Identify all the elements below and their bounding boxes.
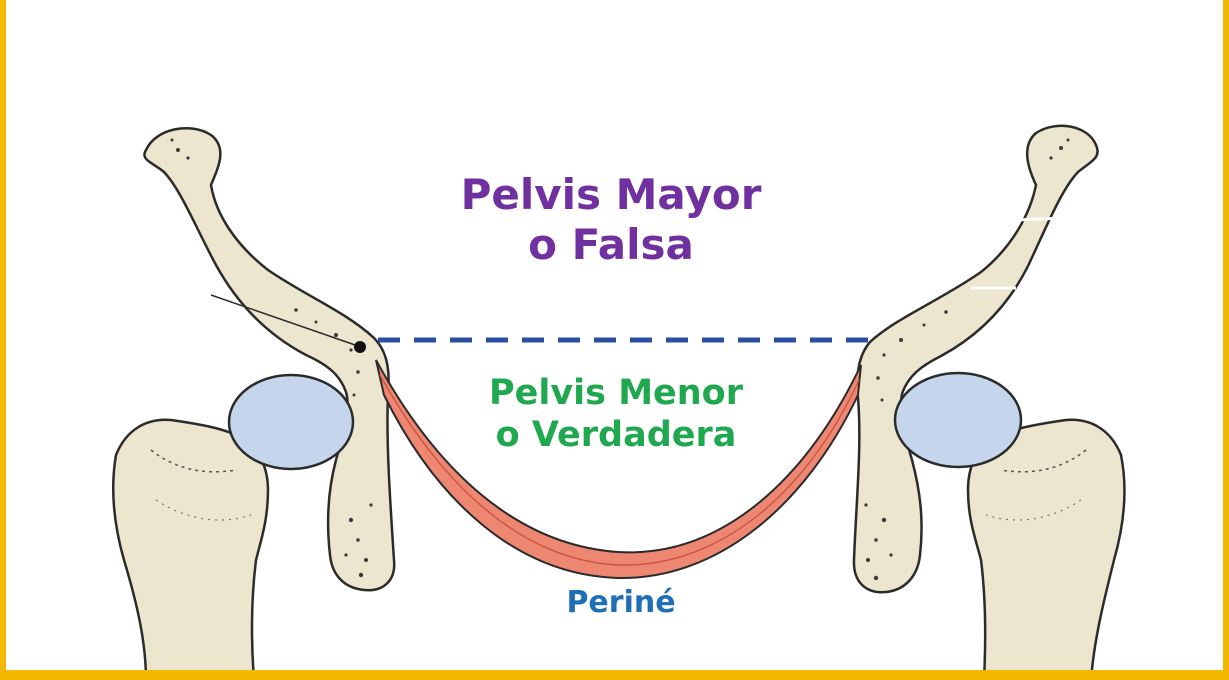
left-hip-bone bbox=[143, 127, 396, 592]
true-pelvis-line2: o Verdadera bbox=[495, 415, 737, 455]
pelvic-floor-muscle bbox=[375, 359, 862, 580]
left-femur bbox=[111, 418, 270, 670]
false-pelvis-line2: o Falsa bbox=[528, 220, 694, 270]
true-pelvis-label: Pelvis Menor o Verdadera bbox=[416, 372, 816, 456]
right-femur bbox=[966, 418, 1126, 670]
false-pelvis-label: Pelvis Mayor o Falsa bbox=[386, 170, 836, 271]
true-pelvis-line1: Pelvis Menor bbox=[488, 373, 743, 413]
perineum-label: Periné bbox=[566, 585, 676, 620]
false-pelvis-line1: Pelvis Mayor bbox=[460, 170, 762, 219]
right-femoral-head bbox=[893, 371, 1023, 469]
left-femoral-head bbox=[227, 373, 355, 471]
right-hip-bone bbox=[852, 124, 1099, 594]
pelvis-illustration bbox=[111, 124, 1126, 670]
